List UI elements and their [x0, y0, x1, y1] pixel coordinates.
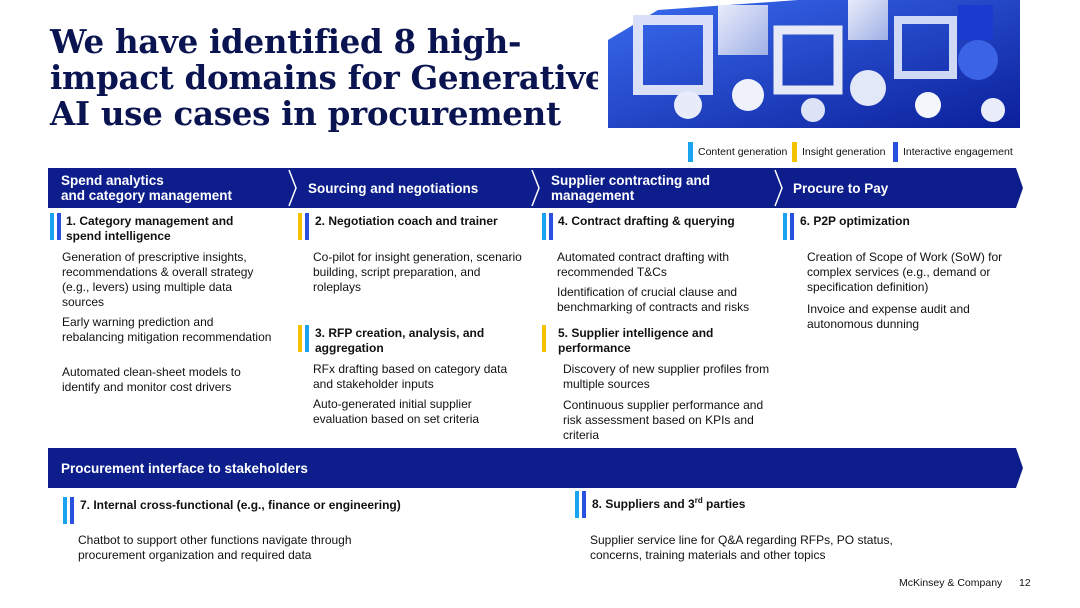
item7-type-bars — [63, 497, 74, 524]
item1-desc-3: Automated clean-sheet models to identify… — [62, 365, 241, 394]
item1-desc-1: Generation of prescriptive insights, rec… — [62, 250, 254, 309]
item6-desc-1: Creation of Scope of Work (SoW) for comp… — [807, 250, 1003, 294]
item4-type-bars — [542, 213, 553, 240]
hero-illustration — [598, 0, 1020, 128]
item1-type-bars — [50, 213, 61, 240]
legend-insight-label: Insight generation — [802, 146, 886, 158]
item6-type-bars — [783, 213, 794, 240]
item4-title: 4. Contract drafting & querying — [558, 214, 735, 228]
item7-title: 7. Internal cross-functional (e.g., fina… — [80, 498, 401, 512]
item7-desc-1: Chatbot to support other functions navig… — [78, 533, 352, 562]
item2-desc-1: Co-pilot for insight generation, scenari… — [313, 250, 522, 294]
legend-interactive: Interactive engagement — [893, 142, 1013, 162]
item3-desc-2: Auto-generated initial supplier evaluati… — [313, 397, 480, 426]
legend-interactive-label: Interactive engagement — [903, 146, 1013, 158]
item6-title: 6. P2P optimization — [800, 214, 910, 228]
item8-type-bars — [575, 491, 586, 518]
legend-content-label: Content generation — [698, 146, 788, 158]
interface-bar-shape — [48, 448, 1023, 488]
phase-chevron-bar — [48, 168, 1023, 208]
insight-swatch — [792, 142, 797, 162]
item2-title: 2. Negotiation coach and trainer — [315, 214, 498, 228]
item5-type-bars — [542, 325, 546, 352]
item8-title: 8. Suppliers and 3rd parties — [592, 496, 746, 511]
item2-type-bars — [298, 213, 309, 240]
interface-bar-label: Procurement interface to stakeholders — [61, 460, 308, 476]
item6-desc-2: Invoice and expense audit and autonomous… — [807, 302, 970, 331]
content-swatch — [688, 142, 693, 162]
legend-content: Content generation — [688, 142, 788, 162]
item5-desc-2: Continuous supplier performance and risk… — [563, 398, 764, 442]
item4-desc-2: Identification of crucial clause and ben… — [557, 285, 750, 314]
phase-procure-to-pay: Procure to Pay — [793, 180, 889, 196]
item3-desc-1: RFx drafting based on category data and … — [313, 362, 508, 391]
interactive-swatch — [893, 142, 898, 162]
phase-sourcing: Sourcing and negotiations — [308, 180, 479, 196]
item3-type-bars — [298, 325, 309, 352]
item1-desc-2: Early warning prediction and rebalancing… — [62, 315, 272, 344]
legend-insight: Insight generation — [792, 142, 886, 162]
item4-desc-1: Automated contract drafting with recomme… — [557, 250, 730, 279]
item8-desc-1: Supplier service line for Q&A regarding … — [590, 533, 893, 562]
item5-desc-1: Discovery of new supplier profiles from … — [563, 362, 770, 391]
footer-page-number: 12 — [1019, 577, 1031, 589]
page-title: We have identified 8 high-impact domains… — [50, 22, 606, 133]
footer-brand: McKinsey & Company — [899, 577, 1003, 589]
